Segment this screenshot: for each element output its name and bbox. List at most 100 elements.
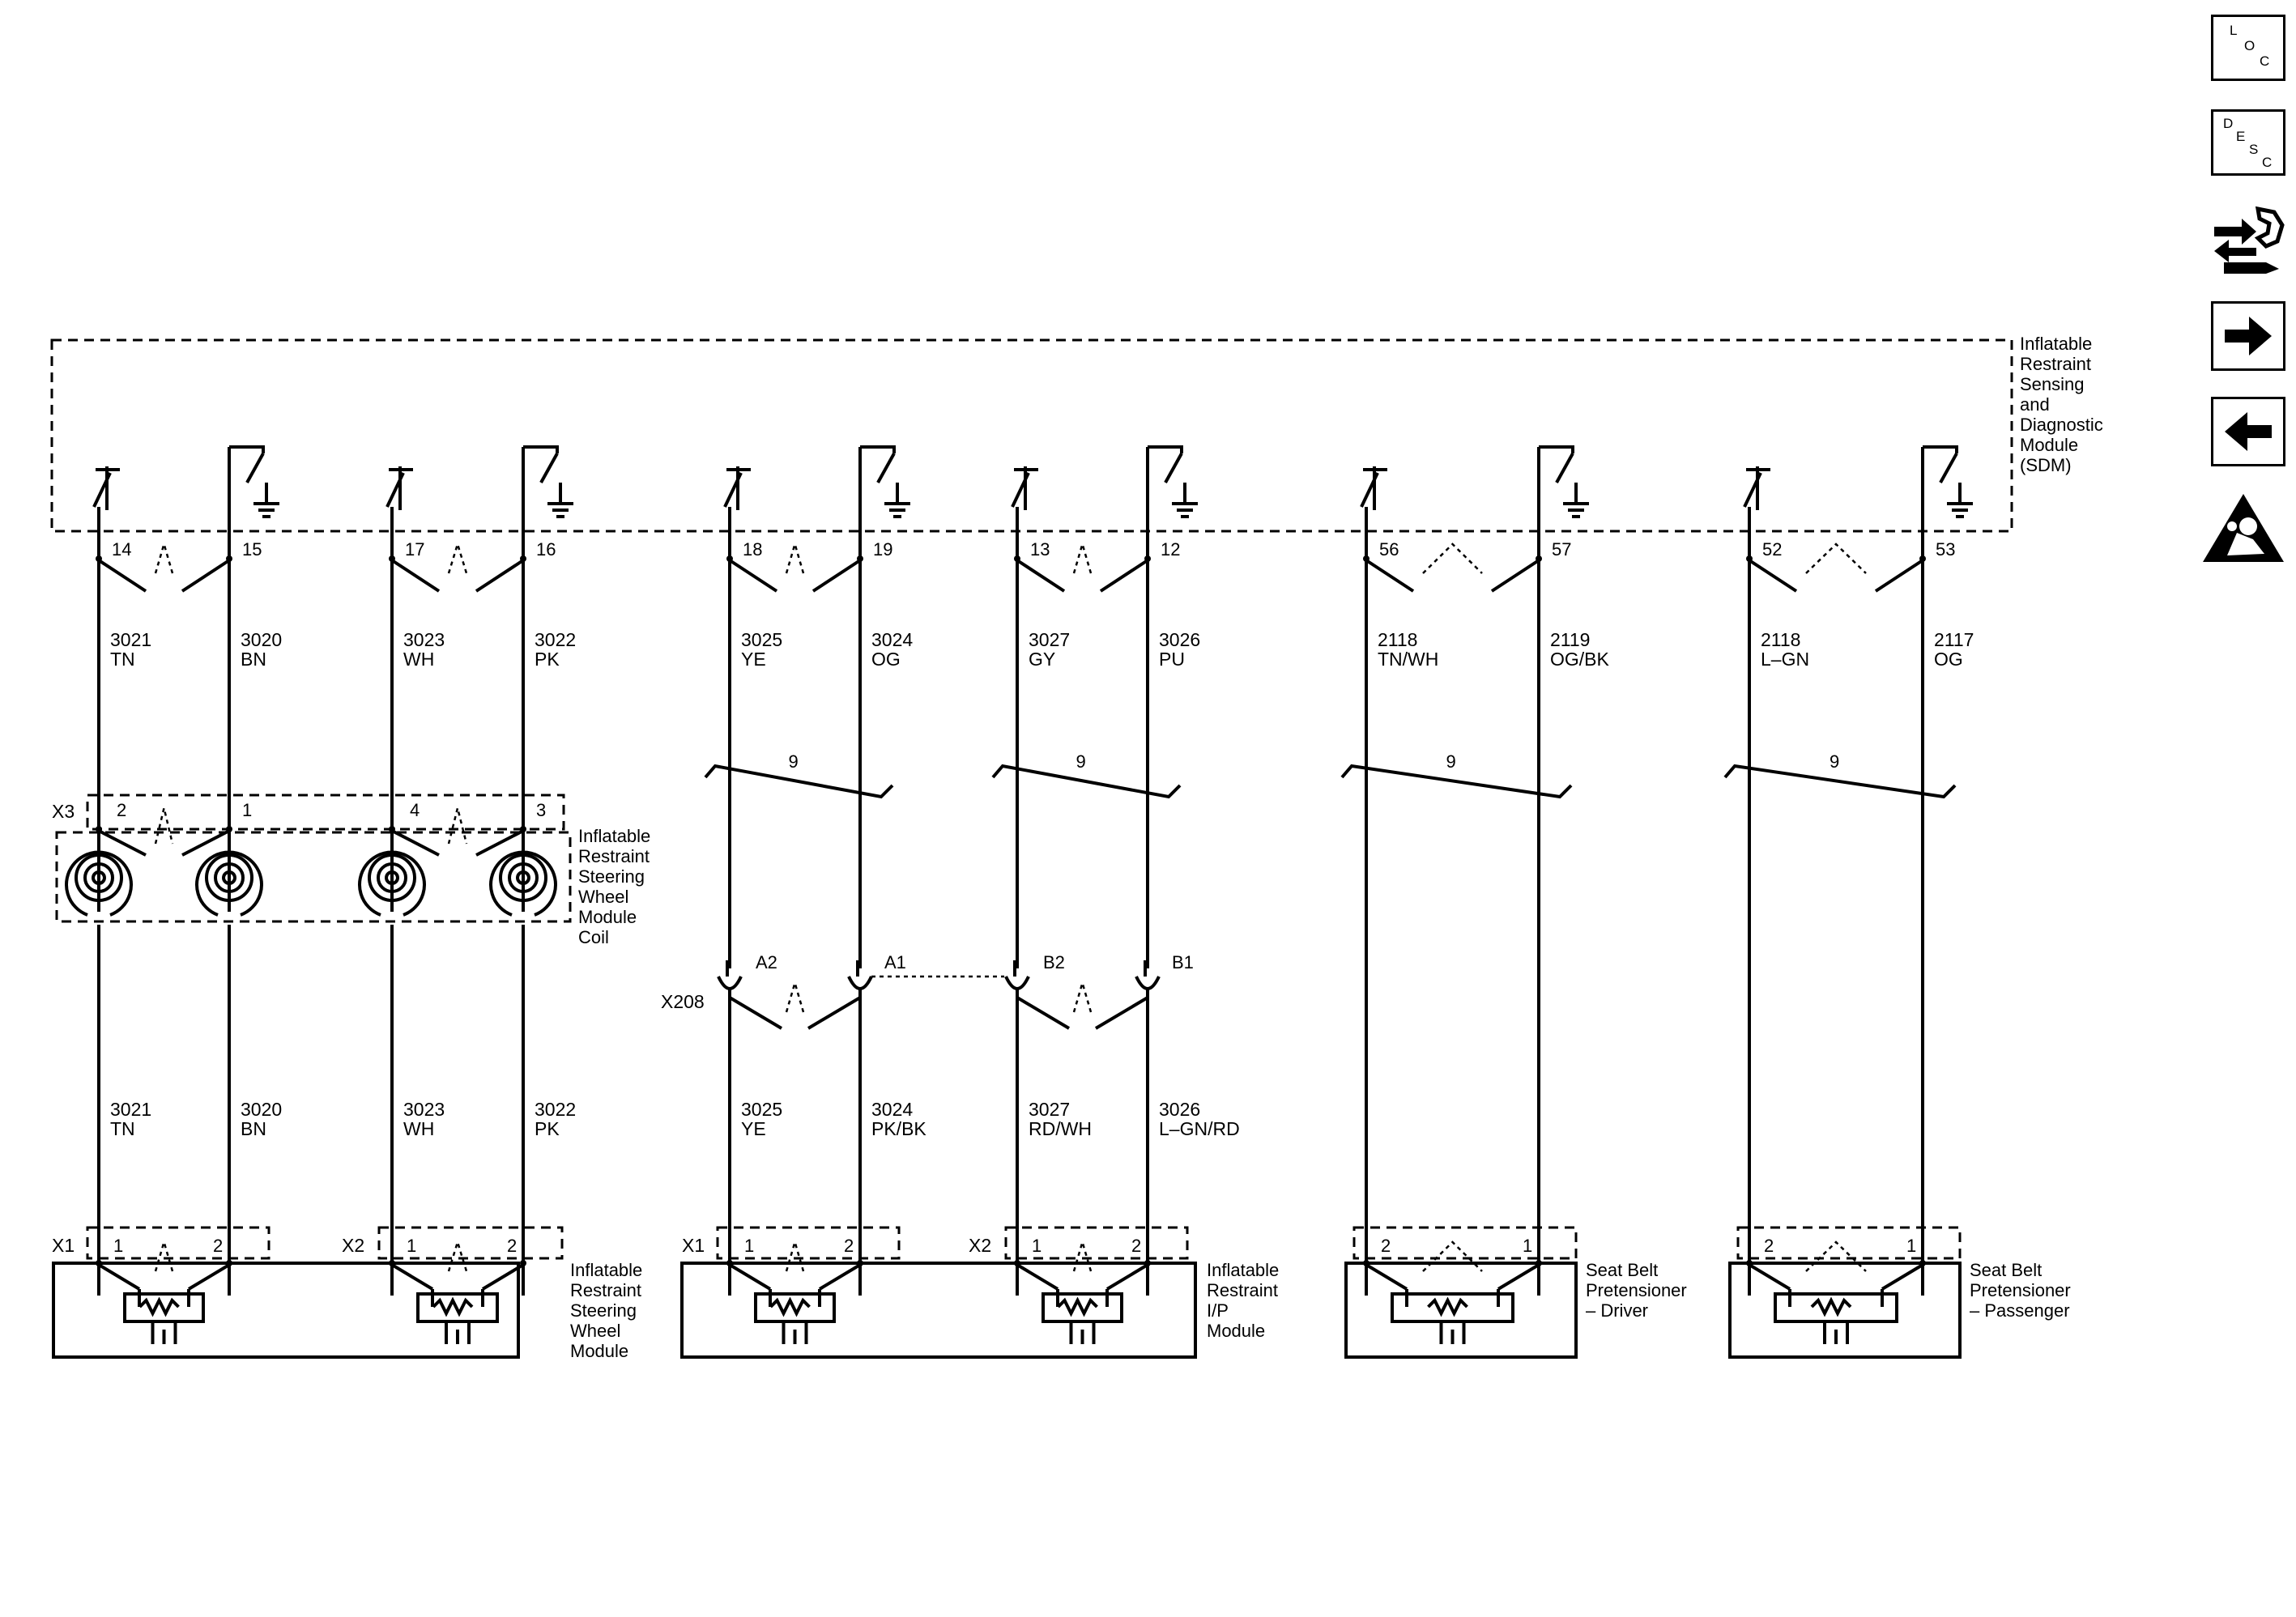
- squib-resistor: [432, 1296, 474, 1317]
- sdm-label-line: Inflatable: [2020, 334, 2092, 354]
- previous-page-button[interactable]: [2211, 397, 2285, 466]
- sdm-pin-label: 15: [242, 539, 262, 560]
- ip-x1-connector-box: [716, 1226, 901, 1260]
- squib-leads: [431, 1289, 484, 1307]
- wire-lower-circuit-number: 3026: [1159, 1099, 1200, 1120]
- loc-letter-c: C: [2260, 53, 2270, 69]
- desc-letter-s: S: [2249, 142, 2259, 157]
- location-button[interactable]: L O C: [2211, 15, 2285, 81]
- squib-terminals: [1069, 1321, 1096, 1344]
- end-slash: [481, 1263, 525, 1291]
- sdm-pin-label: 56: [1379, 539, 1399, 560]
- ground-icon: [1172, 502, 1198, 518]
- sw-module-label-line: Module: [570, 1341, 628, 1361]
- end-pair-link: [1422, 1240, 1483, 1272]
- wire-lower-color-code: PK: [535, 1118, 560, 1139]
- sdm-low-side-blade: [245, 453, 265, 483]
- x208-pair-link: [785, 979, 805, 1013]
- coil-boundary: [55, 831, 572, 923]
- sdm-switch-blade: [1360, 472, 1379, 508]
- sdm-connector-slash: [811, 559, 862, 593]
- sdm-pair-link: [1072, 540, 1093, 574]
- twisted-pair-label: 9: [1830, 751, 1839, 772]
- desc-letter-c: C: [2262, 155, 2273, 170]
- sdm-label: InflatableRestraintSensingandDiagnosticM…: [2020, 334, 2103, 475]
- sdm-pin-label: 13: [1030, 539, 1050, 560]
- squib-body: [1042, 1292, 1123, 1323]
- next-page-button[interactable]: [2211, 301, 2285, 371]
- wire-lower-circuit-number: 3021: [110, 1099, 151, 1120]
- sdm-switch-blade: [1011, 472, 1030, 508]
- end-pair-link: [154, 1238, 174, 1272]
- end-pair-link: [1805, 1240, 1867, 1272]
- coil-ring: [75, 853, 123, 902]
- x208-pin-label: B1: [1172, 952, 1194, 972]
- sdm-label-line: (SDM): [2020, 455, 2072, 475]
- coil-ring: [516, 870, 530, 885]
- ground-icon: [253, 502, 279, 518]
- wire-circuit-number: 3026: [1159, 629, 1200, 650]
- x208-terminal-socket: [1135, 976, 1161, 990]
- end-pair-link: [447, 1238, 468, 1272]
- x208-ground-slash: [1016, 996, 1071, 1030]
- coil-label-line: Restraint: [578, 846, 650, 866]
- ip-module-label-line: Module: [1207, 1321, 1265, 1341]
- x3-label: X3: [52, 801, 75, 822]
- sdm-pair-link: [785, 540, 805, 574]
- sw-module-label-line: Steering: [570, 1300, 637, 1321]
- sdm-connector-slash: [1874, 559, 1924, 593]
- sdm-pin-label: 57: [1552, 539, 1571, 560]
- squib-deployment-loop-icon: [754, 1289, 836, 1344]
- ground-icon: [1563, 502, 1589, 518]
- twisted-pair-mark: [704, 764, 894, 799]
- sdm-low-side-top: [523, 445, 559, 453]
- sw-x2-connector-box: [377, 1226, 564, 1260]
- x3-pin-label: 1: [242, 800, 252, 820]
- connector-tool-button[interactable]: [2209, 201, 2287, 275]
- end-slash: [1016, 1263, 1059, 1291]
- sdm-connector-slash: [475, 559, 525, 593]
- wire-lower-color-code: L–GN/RD: [1159, 1118, 1240, 1139]
- sdm-connector-slash: [1748, 559, 1798, 593]
- x208-pair-link: [1072, 979, 1093, 1013]
- sdm-low-side-blade: [876, 453, 896, 483]
- wire-circuit-number: 2117: [1934, 629, 1974, 650]
- x208-pin-label: B2: [1043, 952, 1065, 972]
- end-slash: [1497, 1263, 1540, 1291]
- end-pin-label: 2: [507, 1236, 517, 1256]
- sdm-pin-label: 53: [1936, 539, 1955, 560]
- wire-circuit-number: 3027: [1029, 629, 1070, 650]
- x208-ground-slash: [807, 996, 862, 1030]
- coil-label: InflatableRestraintSteeringWheelModuleCo…: [578, 826, 650, 947]
- airbag-warning-button[interactable]: [2200, 491, 2287, 565]
- x208-pin-label: A1: [884, 952, 906, 972]
- end-pin-label: 1: [1906, 1236, 1916, 1256]
- end-pin-label: 1: [113, 1236, 123, 1256]
- twisted-pair-label: 9: [789, 751, 799, 772]
- sdm-low-side-top: [860, 445, 896, 453]
- wire-lower-color-code: YE: [741, 1118, 766, 1139]
- pair-group-13: 9: [991, 540, 1182, 1344]
- description-button[interactable]: D E S C: [2211, 109, 2285, 176]
- wire-lower-color-code: WH: [403, 1118, 434, 1139]
- squib-deployment-loop-icon: [1042, 1289, 1123, 1344]
- end-slash: [390, 1263, 434, 1291]
- clockspring-coil-icon: [489, 850, 557, 925]
- sdm-pin-label: 52: [1762, 539, 1782, 560]
- x208-pin-label: A2: [756, 952, 777, 972]
- x208-terminal-socket: [1004, 976, 1030, 990]
- sbp-passenger-label-line: Seat Belt: [1970, 1260, 2042, 1280]
- x3-slash: [391, 829, 440, 857]
- squib-body: [1391, 1292, 1514, 1323]
- wire-circuit-number: 2118: [1378, 629, 1417, 650]
- end-slash: [1365, 1263, 1408, 1291]
- sw-module-label-line: Wheel: [570, 1321, 620, 1341]
- x208-terminal-socket: [847, 976, 873, 990]
- sdm-pin-label: 19: [873, 539, 892, 560]
- twisted-pair-label: 9: [1076, 751, 1086, 772]
